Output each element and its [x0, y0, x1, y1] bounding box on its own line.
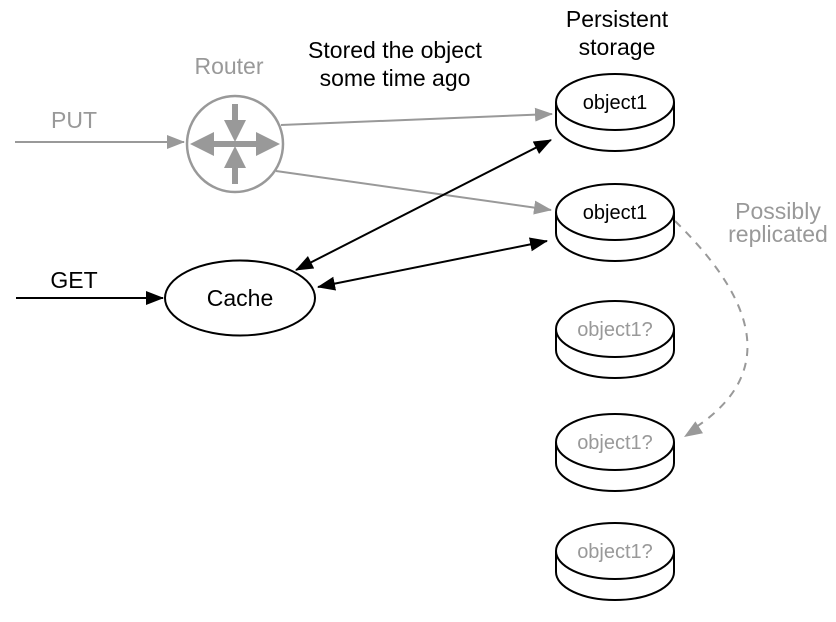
database-cylinder-icon [555, 183, 675, 241]
database-cylinder-icon [555, 300, 675, 358]
cache-ellipse [164, 259, 316, 337]
replication-dashed-arrow [674, 220, 749, 432]
stored-note-line2: some time ago [320, 65, 471, 91]
disk-node-5: object1? [555, 522, 675, 601]
persistent-storage-title: Persistent storage [566, 6, 669, 60]
router-to-disk2-arrow [275, 170, 552, 215]
disk-node-3: object1? [555, 300, 675, 379]
cache-disk2-arrow [317, 237, 548, 291]
router-node: Router [185, 53, 285, 194]
disk-label: object1? [577, 319, 653, 341]
database-cylinder-icon [555, 73, 675, 131]
stored-note-line1: Stored the object [308, 37, 483, 63]
router-label: Router [194, 53, 263, 79]
disk-label: object1? [577, 541, 653, 563]
storage-title-line1: Persistent [566, 6, 669, 32]
disk-node-1: object1 [555, 73, 675, 152]
replicated-note-line2: replicated [728, 221, 828, 247]
replication-arrowhead-icon [684, 421, 703, 437]
database-cylinder-icon [555, 413, 675, 471]
disk-node-2: object1 [555, 183, 675, 262]
cache-label: Cache [207, 285, 273, 311]
cache-node: Cache [164, 259, 316, 337]
disk-label: object1 [583, 202, 648, 224]
router-crossed-arrows-icon [190, 104, 280, 184]
router-to-disk1-arrow [280, 107, 553, 126]
put-label: PUT [51, 107, 97, 133]
database-cylinder-icon [555, 522, 675, 580]
get-label: GET [50, 267, 97, 293]
possibly-replicated-note: Possibly replicated [728, 198, 828, 247]
disk-node-4: object1? [555, 413, 675, 492]
disk-label: object1? [577, 432, 653, 454]
stored-note: Stored the object some time ago [308, 37, 483, 91]
replicated-note-line1: Possibly [735, 198, 821, 224]
disk-label: object1 [583, 92, 648, 114]
storage-title-line2: storage [579, 34, 656, 60]
